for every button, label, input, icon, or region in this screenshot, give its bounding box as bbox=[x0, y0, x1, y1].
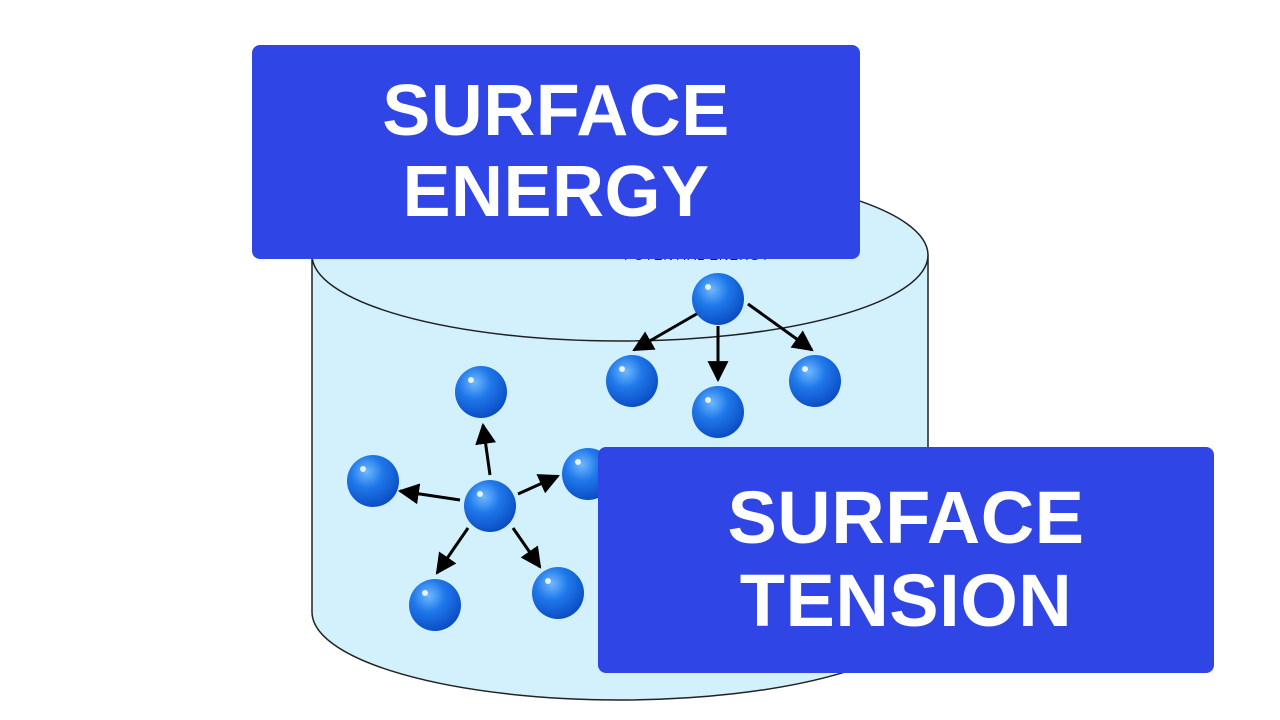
molecule-icon bbox=[464, 480, 516, 532]
force-arrow bbox=[475, 422, 497, 476]
molecule-icon bbox=[409, 579, 461, 631]
surface-energy-line2: ENERGY bbox=[402, 152, 710, 232]
molecule-highlights bbox=[360, 284, 808, 596]
molecule-icon bbox=[532, 567, 584, 619]
force-arrow bbox=[517, 474, 560, 496]
force-arrow bbox=[397, 483, 461, 505]
surface-energy-title-box: SURFACE ENERGY bbox=[252, 45, 860, 259]
force-arrow bbox=[747, 302, 814, 352]
molecule-icon bbox=[789, 355, 841, 407]
surface-tension-line2: TENSION bbox=[739, 559, 1073, 642]
molecule-icon bbox=[692, 273, 744, 325]
force-arrow bbox=[511, 527, 542, 569]
molecule-icon bbox=[606, 355, 658, 407]
molecule-icon bbox=[347, 455, 399, 507]
molecule-icon bbox=[455, 366, 507, 418]
surface-tension-line1: SURFACE bbox=[727, 476, 1085, 560]
force-arrow bbox=[632, 310, 701, 352]
molecule-icon bbox=[692, 386, 744, 438]
surface-tension-title-box: SURFACE TENSION bbox=[598, 447, 1214, 673]
force-arrow bbox=[435, 527, 470, 575]
surface-energy-line1: SURFACE bbox=[382, 71, 730, 152]
